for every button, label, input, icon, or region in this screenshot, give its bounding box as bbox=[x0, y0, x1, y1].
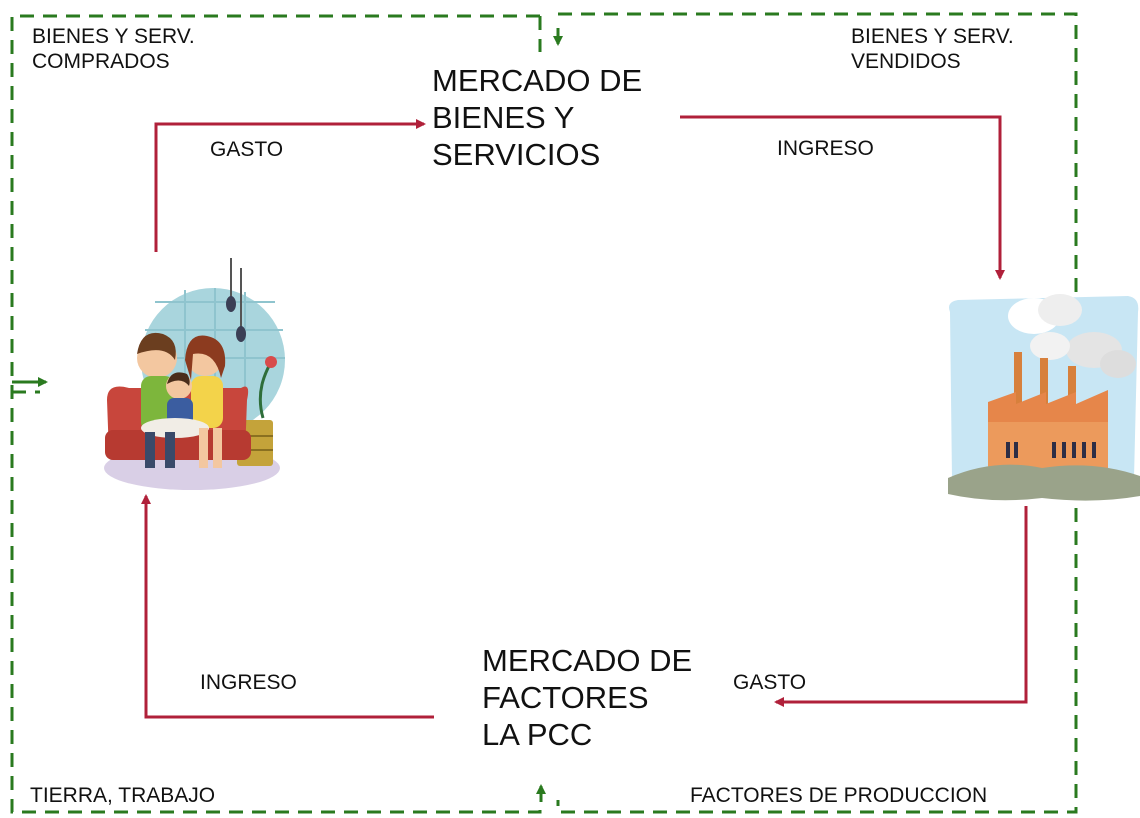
bienes-vendidos-label: BIENES Y SERV. VENDIDOS bbox=[851, 25, 1014, 73]
ingreso-top-label: INGRESO bbox=[777, 137, 874, 160]
tierra-trabajo-label: TIERRA, TRABAJO bbox=[30, 784, 216, 807]
ingreso-flow-top bbox=[680, 115, 1005, 280]
bienes-comprados-label: BIENES Y SERV. COMPRADOS bbox=[32, 25, 195, 73]
gasto-flow-top bbox=[154, 119, 426, 252]
gasto-top-label: GASTO bbox=[210, 138, 284, 161]
family-on-sofa-icon bbox=[104, 258, 285, 490]
ingreso-bottom-label: INGRESO bbox=[200, 671, 297, 694]
gasto-flow-bottom bbox=[774, 506, 1028, 707]
mercado-bienes-servicios-title: MERCADO DE BIENES Y SERVICIOS bbox=[432, 63, 643, 172]
factory-icon bbox=[948, 294, 1140, 501]
real-flow-left-loop bbox=[10, 14, 542, 814]
real-flow-right-loop bbox=[556, 12, 1078, 814]
gasto-bottom-label: GASTO bbox=[733, 671, 807, 694]
ingreso-flow-bottom bbox=[141, 494, 434, 719]
factores-produccion-label: FACTORES DE PRODUCCION bbox=[690, 784, 988, 807]
mercado-factores-title: MERCADO DE FACTORES LA PCC bbox=[482, 643, 693, 752]
